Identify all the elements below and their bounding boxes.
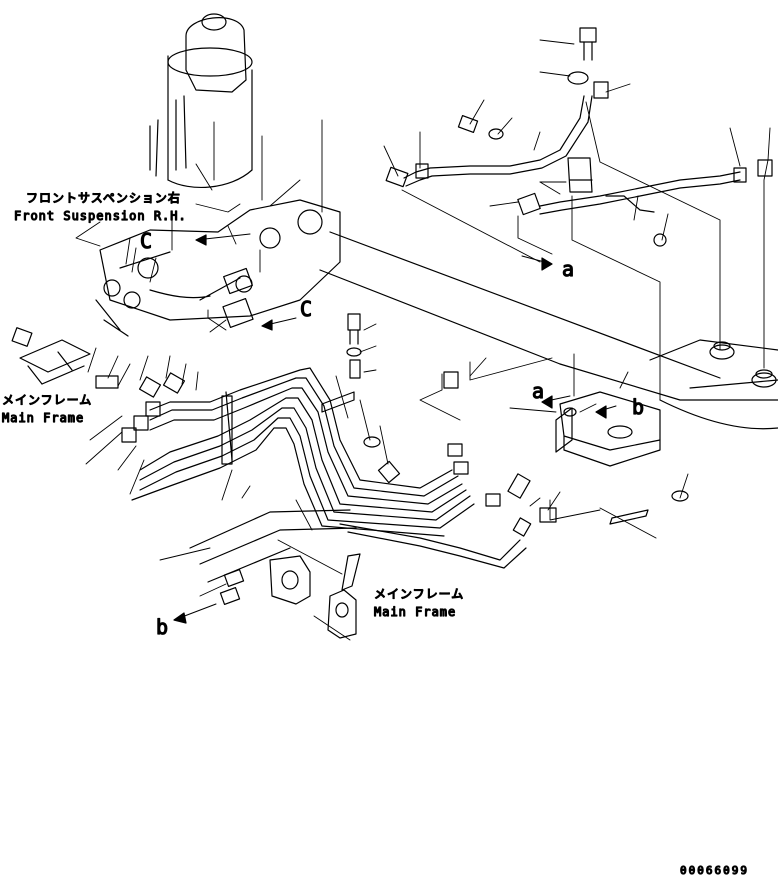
upper-right-hose bbox=[385, 27, 773, 247]
label-main-frame-bottom: メインフレーム Main Frame bbox=[373, 586, 464, 619]
main-frame-beam bbox=[319, 231, 778, 430]
ref-letter-b-frame: b bbox=[632, 395, 644, 419]
tube-bundle bbox=[131, 367, 527, 569]
frame-mount-bolts bbox=[671, 341, 777, 502]
center-clamp bbox=[321, 313, 401, 484]
main-frame-left-label-jp: メインフレーム bbox=[2, 393, 92, 407]
front-suspension-leg bbox=[95, 199, 341, 337]
ref-letter-b-bottom: b bbox=[156, 615, 168, 639]
bundle-fittings bbox=[121, 371, 557, 537]
ref-letter-a-right: a bbox=[562, 257, 574, 281]
drawing-code: 00066099 bbox=[680, 864, 749, 877]
ref-letter-a-frame: a bbox=[532, 379, 544, 403]
front-suspension-label-en: Front Suspension R.H. bbox=[14, 209, 187, 223]
main-frame-lower bbox=[189, 509, 361, 639]
main-frame-bottom-label-en: Main Frame bbox=[374, 605, 456, 619]
label-front-suspension: フロントサスペンション右 Front Suspension R.H. bbox=[13, 189, 187, 223]
suspension-cylinder bbox=[149, 13, 253, 189]
ref-letter-c-top: C bbox=[140, 229, 152, 253]
reference-arrows bbox=[173, 233, 617, 624]
leader-lines bbox=[75, 39, 771, 641]
main-frame-bracket-left bbox=[11, 327, 119, 389]
label-main-frame-left: メインフレーム Main Frame bbox=[1, 392, 92, 425]
front-suspension-label-jp: フロントサスペンション右 bbox=[26, 190, 181, 205]
ref-letter-c-mid: C bbox=[300, 297, 312, 321]
frame-plate-right bbox=[555, 391, 661, 525]
main-frame-bottom-label-jp: メインフレーム bbox=[374, 587, 464, 601]
main-frame-left-label-en: Main Frame bbox=[2, 411, 84, 425]
